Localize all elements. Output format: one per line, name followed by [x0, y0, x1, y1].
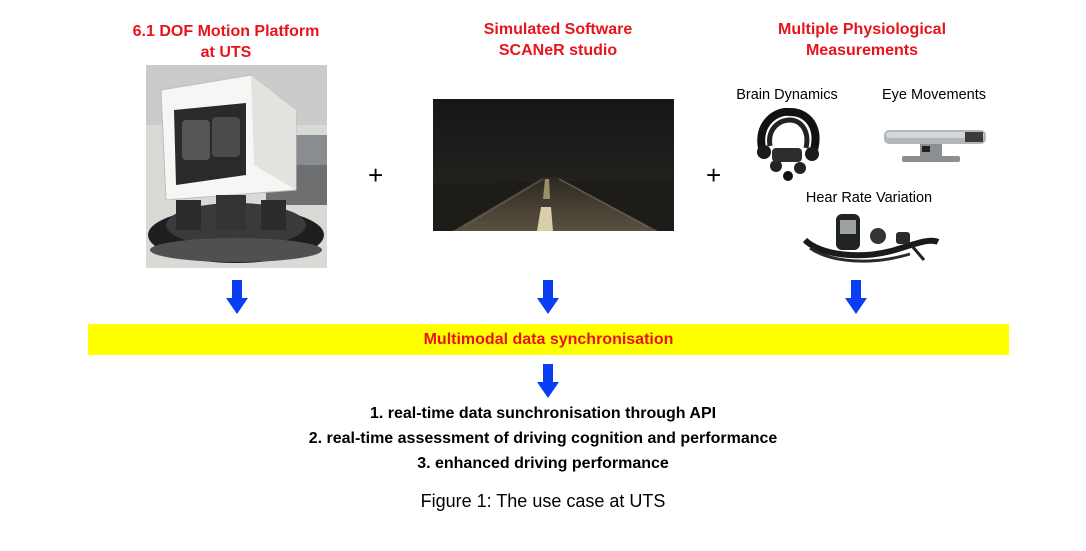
eeg-headset-image [757, 108, 820, 181]
outcome-2: 2. real-time assessment of driving cogni… [308, 430, 778, 447]
sync-bar: Multimodal data synchronisation [88, 324, 1009, 355]
down-arrow-1-icon [226, 280, 248, 314]
outcome-3: 3. enhanced driving performance [417, 455, 669, 472]
physiological-title: Multiple Physiological Measurements [742, 19, 982, 61]
physiological-title-line1: Multiple Physiological [777, 21, 947, 38]
motion-platform-title: 6.1 DOF Motion Platform at UTS [106, 21, 346, 63]
heart-rate-strap-image [802, 214, 940, 263]
down-arrow-4-icon [537, 364, 559, 398]
eye-tracker-image [884, 130, 986, 162]
motion-platform-image [146, 65, 327, 268]
figure-caption: Figure 1: The use case at UTS [420, 491, 666, 511]
driving-simulation-image [433, 99, 674, 231]
physiological-title-line2: Measurements [805, 42, 919, 59]
simulated-software-title-line2: SCANeR studio [498, 42, 618, 59]
down-arrow-3-icon [845, 280, 867, 314]
sync-label: Multimodal data synchronisation [423, 331, 674, 348]
plus-operator-1: + [368, 160, 384, 190]
heart-rate-label: Hear Rate Variation [805, 190, 933, 206]
motion-platform-title-line2: at UTS [200, 44, 252, 61]
eye-movements-label: Eye Movements [882, 87, 986, 103]
simulated-software-title-line1: Simulated Software [483, 21, 633, 38]
brain-dynamics-label: Brain Dynamics [736, 87, 838, 103]
outcome-1: 1. real-time data sunchronisation throug… [369, 405, 717, 422]
plus-operator-2: + [706, 160, 722, 190]
motion-platform-title-line1: 6.1 DOF Motion Platform [132, 23, 320, 40]
down-arrow-2-icon [537, 280, 559, 314]
simulated-software-title: Simulated Software SCANeR studio [438, 19, 678, 61]
